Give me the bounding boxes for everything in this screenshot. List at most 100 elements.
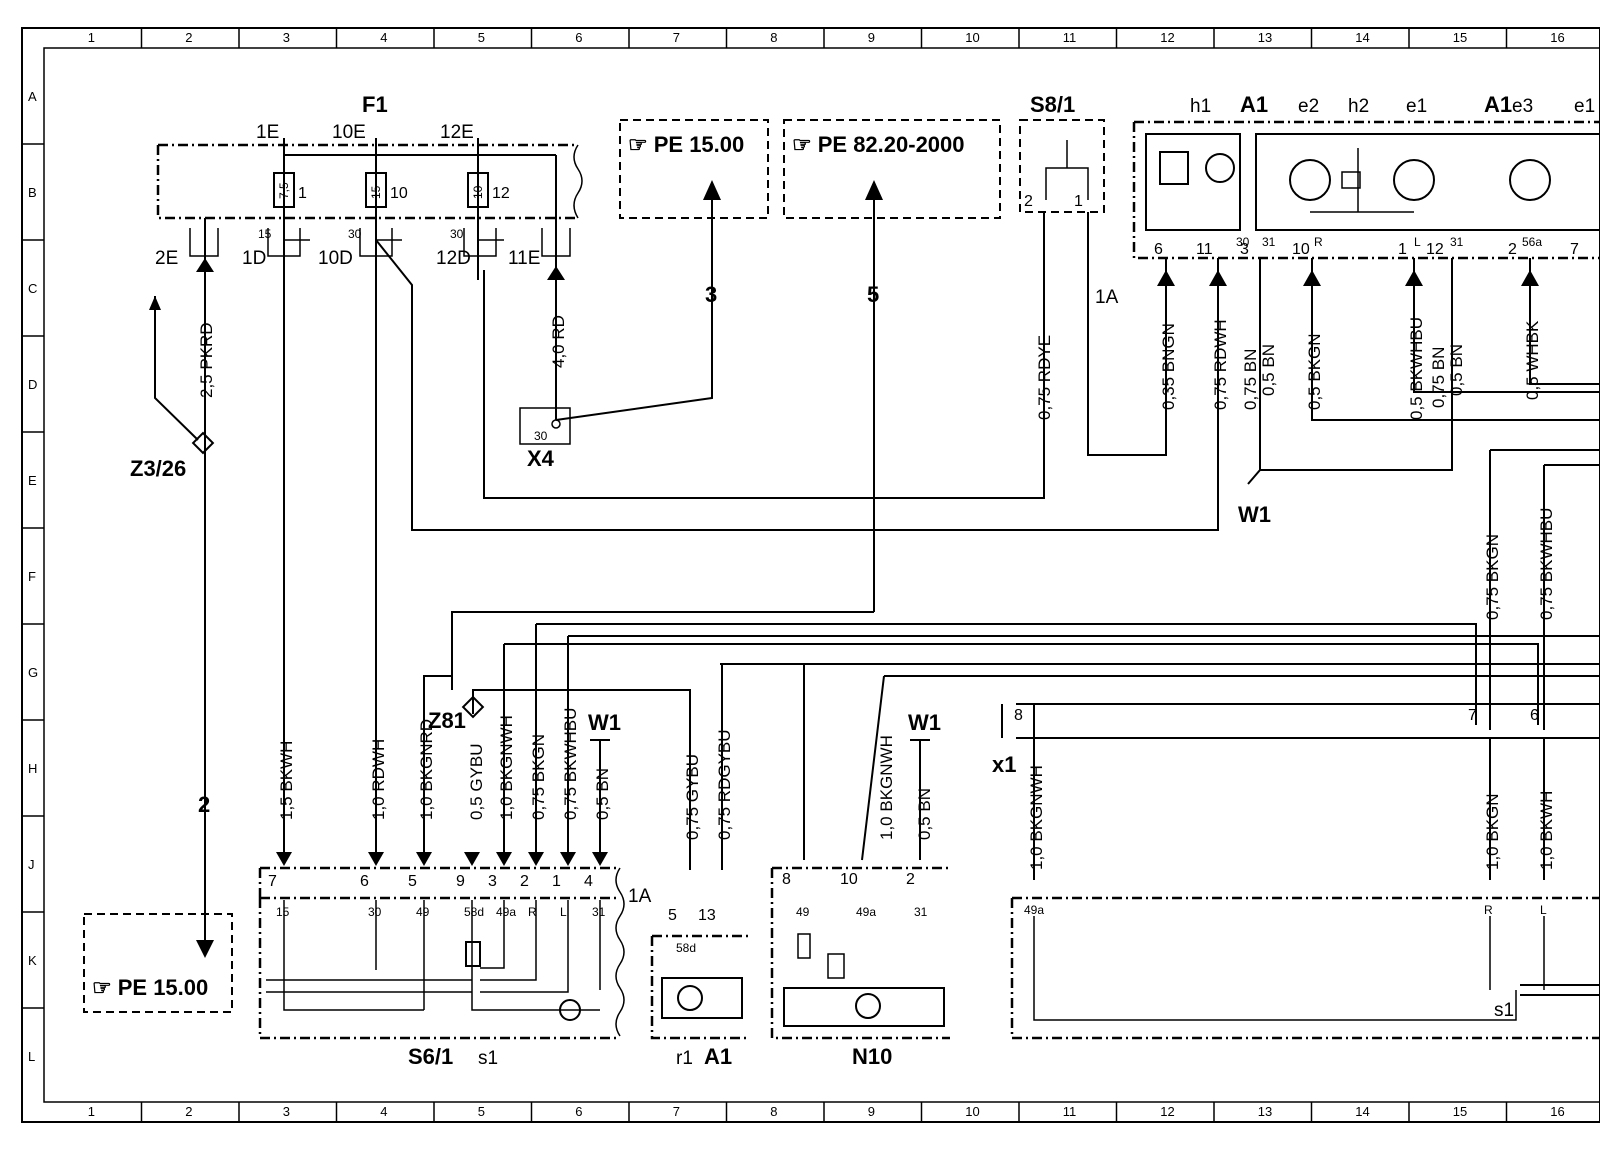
- a1-pin-3: 3: [1240, 241, 1249, 258]
- conn-1a-b: 1A: [628, 886, 652, 907]
- x1-pin-8: 8: [1014, 707, 1023, 724]
- s6-pin-2: 2: [520, 873, 529, 890]
- a1-bottom-label: A1: [704, 1044, 732, 1069]
- x4-pin: 30: [534, 429, 548, 443]
- h1-label: h1: [1190, 96, 1211, 117]
- x1-49a: 49a: [1024, 903, 1044, 917]
- wire-bkgnwh-c: 1,0 BKGNWH: [1027, 765, 1046, 870]
- f1-label: F1: [362, 92, 388, 117]
- wire-bngn: 0,35 BNGN: [1159, 323, 1178, 410]
- w1-n10-label: W1: [908, 710, 941, 735]
- grid-col-4-bottom: 4: [380, 1104, 387, 1119]
- a1-pin-12: 12: [1426, 241, 1444, 258]
- fuse2-num: 10: [390, 185, 408, 202]
- grid-row-F: F: [28, 569, 36, 584]
- grid-col-15-bottom: 15: [1453, 1104, 1467, 1119]
- transistor-icon: [855, 993, 881, 1019]
- fuse3-value: 10: [471, 185, 485, 199]
- s6-in-49a: 49a: [496, 905, 516, 919]
- n10-31: 31: [914, 905, 928, 919]
- grid-col-9-top: 9: [868, 30, 875, 45]
- instrument-cluster-a1: h1 A1 e2 h2 e1 A1 e3 e1 30 31 R L 31 56a…: [1132, 92, 1600, 730]
- n10-49: 49: [796, 905, 810, 919]
- s6-pin-1: 1: [552, 873, 561, 890]
- a1b-58d: 58d: [676, 941, 696, 955]
- ref-box-pe1500[interactable]: [619, 119, 769, 219]
- a1-top-30: 30: [1236, 235, 1250, 249]
- conn-12d: 12D: [436, 248, 471, 269]
- s6-pin-7: 7: [268, 873, 277, 890]
- grid-row-B: B: [28, 185, 37, 200]
- conn-2e: 2E: [155, 248, 178, 269]
- grid-col-3-bottom: 3: [283, 1104, 290, 1119]
- wire-bkwh-a: 1,5 BKWH: [277, 741, 296, 820]
- wire-gybu-a: 0,5 GYBU: [467, 743, 486, 820]
- ref-pe1500b[interactable]: ☞PE 15.00: [92, 975, 208, 1000]
- fuse1-top: 1E: [256, 122, 279, 143]
- connector-x1: x1 8 7 6 1,0 BKGNWH 1,0 BKGN 1,0 BKWH 49…: [992, 704, 1600, 1040]
- grid-col-16-bottom: 16: [1550, 1104, 1564, 1119]
- e2-label: e2: [1298, 96, 1319, 117]
- grid-col-15-top: 15: [1453, 30, 1467, 45]
- ref-pe8220[interactable]: ☞PE 82.20-2000: [792, 132, 965, 157]
- grid-col-1-top: 1: [88, 30, 95, 45]
- conn-11e: 11E: [508, 248, 540, 269]
- grid-col-5-top: 5: [478, 30, 485, 45]
- grid-row-G: G: [28, 665, 38, 680]
- grid-col-13-top: 13: [1258, 30, 1272, 45]
- wire-bkwhbu-c: 0,75 BKWHBU: [561, 708, 580, 820]
- ref-box-pe1500b[interactable]: [83, 913, 233, 1013]
- grid-col-7-top: 7: [673, 30, 680, 45]
- grid-col-13-bottom: 13: [1258, 1104, 1272, 1119]
- grid-col-16-top: 16: [1550, 30, 1564, 45]
- x1-pin-7: 7: [1468, 707, 1477, 724]
- grid-col-14-bottom: 14: [1355, 1104, 1369, 1119]
- x1-l: L: [1540, 903, 1547, 917]
- e1b-label: e1: [1574, 96, 1595, 117]
- fuse1-value: 7,5: [277, 182, 291, 199]
- wire-bn-a2: 0,5 BN: [1259, 344, 1278, 396]
- lamp-icon: [559, 999, 581, 1021]
- wire-bkgn-d: 1,0 BKGN: [1483, 793, 1502, 870]
- a1-pin-1: 1: [1398, 241, 1407, 258]
- fuse3-bottom: 30: [450, 227, 464, 241]
- a1-pin-2: 2: [1508, 241, 1517, 258]
- s6-label: S6/1: [408, 1044, 453, 1069]
- signal-3: 3: [705, 282, 717, 307]
- e3-label: e3: [1512, 96, 1533, 117]
- h2-label: h2: [1348, 96, 1369, 117]
- w1-top-label: W1: [1238, 502, 1271, 527]
- grid-row-H: H: [28, 761, 37, 776]
- x4-label: X4: [527, 446, 555, 471]
- s6-pin-6: 6: [360, 873, 369, 890]
- wire-bn-d: 0,5 BN: [915, 788, 934, 840]
- wire-bn-c: 0,5 BN: [593, 768, 612, 820]
- wire-whbk: 0,5 WHBK: [1523, 320, 1542, 400]
- x1-label: x1: [992, 752, 1016, 777]
- switch-s8-1: S8/1 2 1 0,75 RDYE 1A: [483, 92, 1167, 499]
- s8-pin1: 1: [1074, 193, 1083, 210]
- fuse3: [467, 172, 489, 208]
- x1-s1-label: s1: [1494, 1000, 1514, 1021]
- switch-s6-1: 1,5 BKWH 1,0 RDWH 1,0 BKGNRD 0,5 GYBU 1,…: [258, 270, 652, 1069]
- s6-in-30: 30: [368, 905, 382, 919]
- wire-bkgnwh-b: 1,0 BKGNWH: [877, 735, 896, 840]
- fuse3-top: 12E: [440, 122, 474, 143]
- n10-pin-8: 8: [782, 871, 791, 888]
- s8-pin2: 2: [1024, 193, 1033, 210]
- w1-mid-label: W1: [588, 710, 621, 735]
- grid-col-5-bottom: 5: [478, 1104, 485, 1119]
- s8-label: S8/1: [1030, 92, 1075, 117]
- wire-bkgnrd: 1,0 BKGNRD: [417, 719, 436, 820]
- ref-box-pe8220[interactable]: [783, 119, 1001, 219]
- a1-pin-6: 6: [1154, 241, 1163, 258]
- conn-10d: 10D: [318, 248, 353, 269]
- grid-col-2-bottom: 2: [185, 1104, 192, 1119]
- a1-top-31: 31: [1262, 235, 1276, 249]
- grid-col-3-top: 3: [283, 30, 290, 45]
- signal-5: 5: [867, 282, 879, 307]
- ref-pe1500[interactable]: ☞PE 15.00: [628, 132, 744, 157]
- fuse3-num: 12: [492, 185, 510, 202]
- grid-col-11-top: 11: [1063, 30, 1077, 45]
- grid-col-14-top: 14: [1355, 30, 1369, 45]
